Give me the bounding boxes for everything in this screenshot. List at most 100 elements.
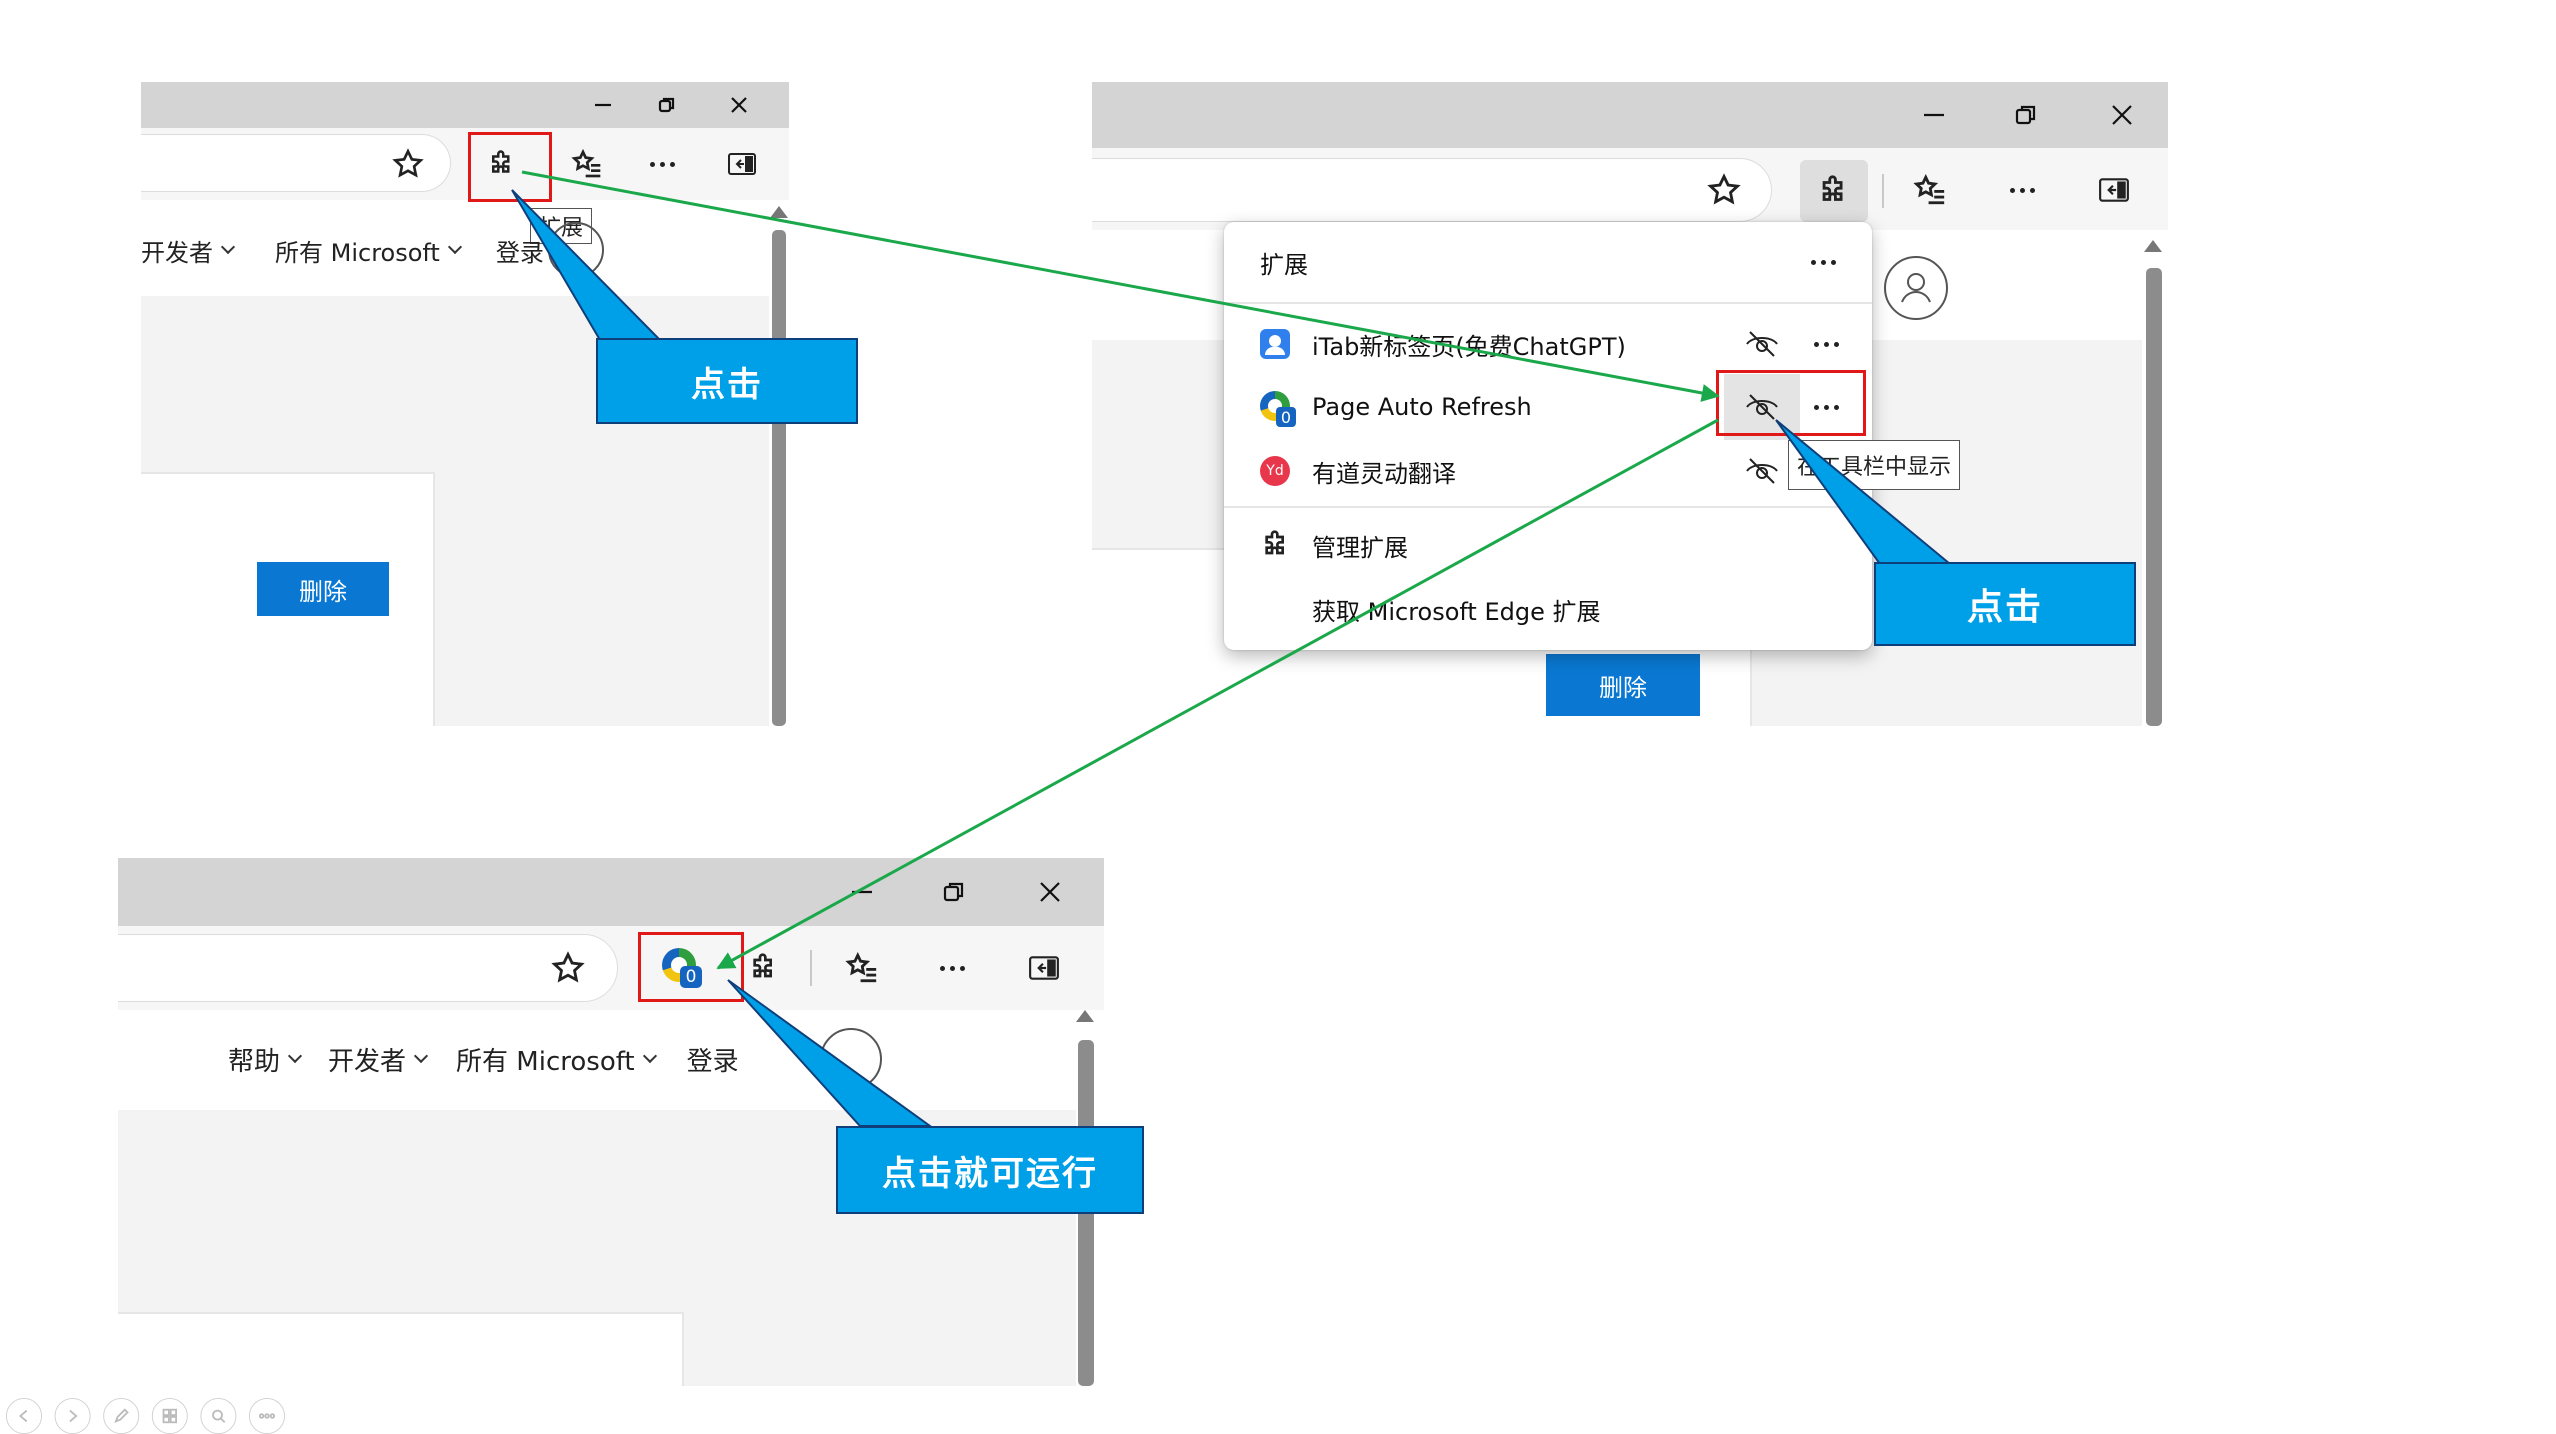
favorites-list-button[interactable] <box>1908 168 1952 212</box>
favorites-list-button[interactable] <box>840 946 884 990</box>
minimize-button[interactable] <box>832 858 892 926</box>
hidden-eye-icon <box>1746 394 1778 420</box>
favorite-button[interactable] <box>388 144 428 184</box>
address-bar[interactable] <box>118 934 618 1002</box>
page-auto-refresh-highlight <box>638 932 744 1002</box>
page-auto-refresh-icon: 0 <box>662 948 702 988</box>
next-slide-button[interactable] <box>54 1398 91 1434</box>
more-button[interactable] <box>930 946 974 990</box>
title-bar <box>1092 82 2168 148</box>
minimize-button[interactable] <box>1904 82 1964 148</box>
extension-more-icon[interactable] <box>1814 404 1839 410</box>
extension-item-youdao[interactable]: Yd 有道灵动翻译 <box>1224 440 1872 502</box>
page-auto-refresh-icon: 0 <box>1260 391 1296 427</box>
person-icon <box>1901 273 1931 303</box>
nav-item-developer[interactable]: 开发者 <box>328 1041 429 1078</box>
restore-button[interactable] <box>637 82 697 128</box>
minimize-button[interactable] <box>573 82 633 128</box>
itab-icon <box>1260 329 1290 359</box>
close-button[interactable] <box>2092 82 2152 148</box>
nav-item-login[interactable]: 登录 <box>495 238 544 267</box>
magnifier-icon <box>212 1409 226 1423</box>
puzzle-icon <box>1265 530 1284 555</box>
pen-button[interactable] <box>103 1398 140 1434</box>
nav-item-developer[interactable]: 开发者 <box>141 233 236 268</box>
delete-button[interactable]: 删除 <box>1546 654 1700 716</box>
favorites-icon <box>571 148 601 178</box>
scrollbar[interactable] <box>2146 268 2162 726</box>
scrollbar[interactable] <box>772 230 786 726</box>
top-nav: 帮助 开发者 所有 Microsoft 登录 <box>228 1034 739 1084</box>
chevron-down-icon <box>642 1048 657 1064</box>
prev-slide-button[interactable] <box>6 1398 42 1434</box>
extensions-button[interactable] <box>480 142 524 186</box>
more-button[interactable] <box>640 142 684 186</box>
scroll-up-arrow[interactable] <box>1076 1010 1094 1022</box>
menu-header: 扩展 <box>1224 232 1872 292</box>
nav-item-help[interactable]: 帮助 <box>228 1041 303 1078</box>
more-options-button[interactable] <box>249 1398 285 1434</box>
sidebar-button[interactable] <box>720 142 764 186</box>
restore-icon <box>2015 105 2036 125</box>
address-bar[interactable] <box>1092 158 1772 222</box>
more-button[interactable] <box>2000 168 2044 212</box>
close-button[interactable] <box>1020 858 1080 926</box>
slides-overview-button[interactable] <box>151 1398 188 1434</box>
nav-item-all-microsoft[interactable]: 所有 Microsoft <box>275 233 462 268</box>
extension-name: Page Auto Refresh <box>1312 393 1532 421</box>
sidebar-button[interactable] <box>1022 946 1066 990</box>
delete-button[interactable]: 删除 <box>257 562 389 616</box>
extensions-menu: 扩展 iTab新标签页(免费ChatGPT) 0 Page Auto Refre… <box>1224 222 1872 650</box>
favorite-button[interactable] <box>546 946 590 990</box>
sidebar-button[interactable] <box>2092 168 2136 212</box>
slide-nav <box>6 1398 285 1434</box>
chevron-down-icon <box>287 1048 303 1064</box>
scroll-up-arrow[interactable] <box>770 206 788 218</box>
favorite-button[interactable] <box>1702 168 1746 212</box>
restore-icon <box>943 882 964 902</box>
sidebar-icon <box>728 153 756 175</box>
manage-extensions-item[interactable]: 管理扩展 <box>1224 514 1872 576</box>
more-icon <box>939 965 965 971</box>
sidebar-icon <box>1029 956 1059 980</box>
extension-name: iTab新标签页(免费ChatGPT) <box>1312 332 1626 361</box>
restore-button[interactable] <box>924 858 984 926</box>
scroll-up-arrow[interactable] <box>2144 240 2162 252</box>
puzzle-icon <box>753 953 772 978</box>
zoom-button[interactable] <box>200 1398 237 1434</box>
extensions-highlight <box>468 132 552 202</box>
callout-click-1: 点击 <box>596 338 858 424</box>
extension-item-itab[interactable]: iTab新标签页(免费ChatGPT) <box>1224 314 1872 374</box>
minimize-icon <box>852 890 872 894</box>
restore-button[interactable] <box>1996 82 2056 148</box>
avatar[interactable] <box>1884 256 1948 320</box>
hidden-eye-icon[interactable] <box>1744 329 1780 359</box>
more-icon <box>258 1413 276 1419</box>
menu-more-icon[interactable] <box>1811 259 1836 265</box>
get-extensions-item[interactable]: 获取 Microsoft Edge 扩展 <box>1312 597 1601 626</box>
extension-more-icon[interactable] <box>1814 341 1839 347</box>
avatar[interactable] <box>548 222 604 278</box>
favorites-icon <box>1913 173 1945 205</box>
title-bar <box>118 858 1104 926</box>
page-auto-refresh-button[interactable]: 0 <box>654 940 710 996</box>
restore-icon <box>658 97 675 113</box>
top-nav: 开发者 所有 Microsoft 登录 <box>141 228 544 272</box>
menu-title: 扩展 <box>1260 250 1308 279</box>
close-button[interactable] <box>709 82 769 128</box>
toolbar-separator <box>1882 174 1884 208</box>
nav-item-login[interactable]: 登录 <box>686 1046 739 1077</box>
callout-click-2: 点击 <box>1874 562 2136 646</box>
show-in-toolbar-highlight <box>1716 370 1866 436</box>
favorites-list-button[interactable] <box>565 142 609 186</box>
extensions-button[interactable] <box>742 946 786 990</box>
more-icon <box>649 161 675 167</box>
hidden-eye-icon[interactable] <box>1744 456 1780 486</box>
extensions-button[interactable] <box>1800 160 1868 222</box>
avatar[interactable] <box>820 1028 882 1090</box>
chevron-down-icon <box>447 239 462 255</box>
close-icon <box>1040 882 1060 902</box>
content-panel <box>118 1312 684 1386</box>
refresh-badge: 0 <box>680 966 702 988</box>
nav-item-all-microsoft[interactable]: 所有 Microsoft <box>456 1041 657 1078</box>
